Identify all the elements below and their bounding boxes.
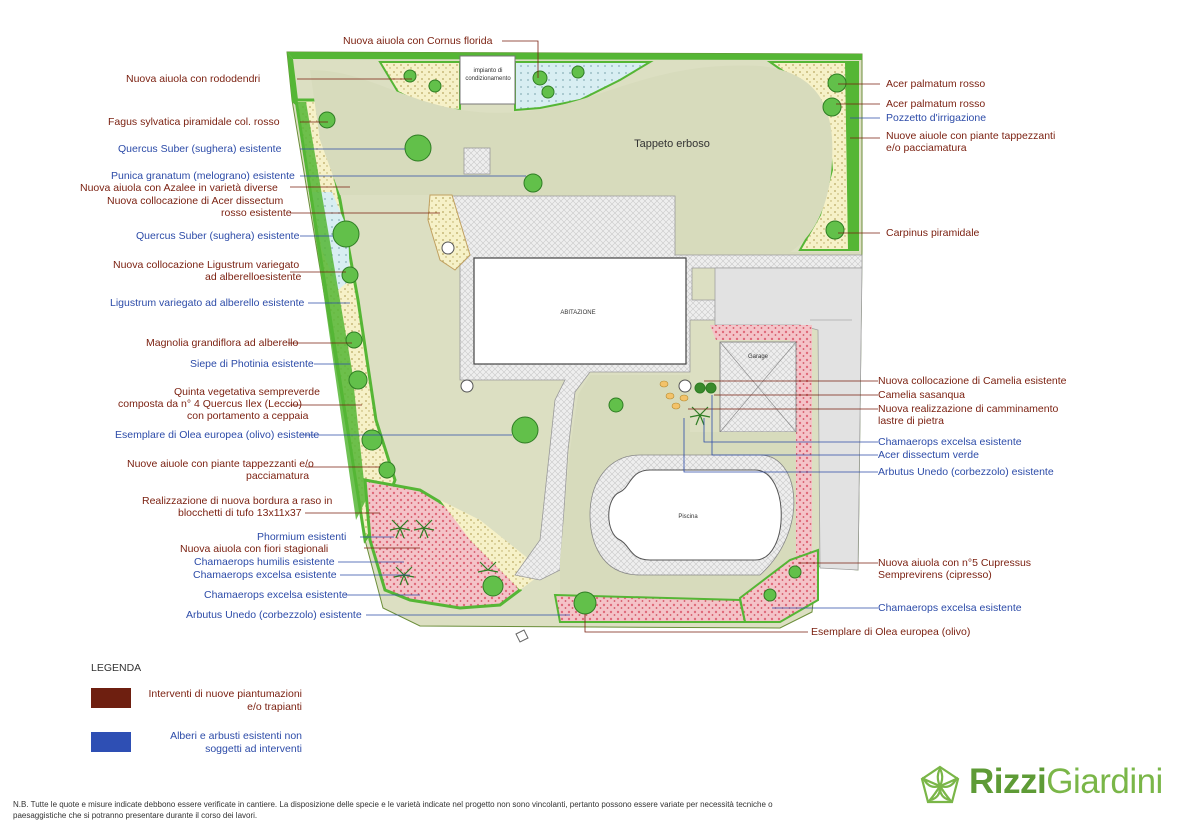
label-fagus: Fagus sylvatica piramidale col. rosso	[108, 116, 280, 128]
right-top-hedge	[845, 62, 858, 250]
label-acer-dissectum-2: rosso esistente	[221, 207, 292, 219]
label-fiori-stagionali: Nuova aiuola con fiori stagionali	[180, 543, 329, 555]
label-acer-verde: Acer dissectum verde	[878, 449, 979, 461]
label-arbutus-left: Arbutus Unedo (corbezzolo) esistente	[186, 609, 362, 621]
footnote: N.B. Tutte le quote e misure indicate de…	[13, 800, 773, 820]
label-camelia-collocazione: Nuova collocazione di Camelia esistente	[878, 375, 1067, 387]
label-chamaerops-excelsa-2: Chamaerops excelsa esistente	[204, 589, 348, 601]
label-tappezzanti-left-2: pacciamatura	[246, 470, 310, 482]
legend-text-new-line1: Interventi di nuove piantumazioni	[148, 688, 302, 700]
label-tappezzanti-right-2: e/o pacciamatura	[886, 142, 967, 154]
palms	[389, 406, 711, 586]
stone-path	[659, 380, 689, 410]
bottom-bed	[553, 593, 747, 623]
paved-square	[463, 147, 491, 175]
label-acer-palmatum-2: Acer palmatum rosso	[886, 98, 986, 110]
label-ligustrum-new-2: ad alberelloesistente	[205, 271, 302, 283]
label-carpinus: Carpinus piramidale	[886, 227, 980, 239]
label-bordura-2: blocchetti di tufo 13x11x37	[178, 507, 302, 519]
leader-lines-new	[288, 40, 880, 633]
legend-text-existing-line2: soggetti ad interventi	[205, 743, 302, 755]
label-phormium: Phormium esistenti	[257, 531, 347, 543]
label-cupressus-2: Semprevirens (cipresso)	[878, 569, 992, 581]
pool-text: Piscina	[678, 514, 698, 520]
label-quinta-2: composta da n° 4 Quercus Ilex (Leccio)	[118, 398, 302, 410]
garden-lamps	[441, 241, 692, 393]
label-olea-new: Esemplare di Olea europea (olivo)	[811, 626, 971, 638]
legend-title: LEGENDA	[91, 662, 142, 674]
yellow-bed-bottom	[440, 500, 540, 590]
legend-swatch-existing	[91, 732, 131, 752]
label-cupressus-1: Nuova aiuola con n°5 Cupressus	[878, 557, 1032, 569]
logo-part1: Rizzi	[969, 762, 1047, 801]
lawn-text: Tappeto erboso	[634, 138, 710, 150]
label-pozzetto: Pozzetto d'irrigazione	[886, 112, 987, 124]
label-camelia-sasanqua: Camelia sasanqua	[878, 389, 965, 401]
label-arbutus-right: Arbutus Unedo (corbezzolo) esistente	[878, 466, 1054, 478]
label-acer-dissectum-1: Nuova collocazione di Acer dissectum	[107, 195, 284, 207]
logo-part2: Giardini	[1046, 762, 1163, 801]
leader-lines-existing	[300, 117, 880, 616]
air-conditioning-plant	[459, 55, 516, 105]
label-olea-existing: Esemplare di Olea europea (olivo) esiste…	[115, 429, 320, 441]
pool	[608, 469, 782, 561]
air-conditioning-text-1: impianto di	[473, 68, 502, 74]
legend-text-new-line2: e/o trapianti	[247, 701, 302, 713]
label-azalee: Nuova aiuola con Azalee in varietà diver…	[80, 182, 278, 194]
label-acer-palmatum-1: Acer palmatum rosso	[886, 78, 986, 90]
flower-logo-icon	[920, 765, 960, 804]
garage-diagonal-2	[719, 341, 797, 433]
logo-wordmark: RizziGiardini	[969, 762, 1163, 802]
label-tappezzanti-right-1: Nuove aiuole con piante tappezzanti	[886, 130, 1056, 142]
label-ligustrum-existing: Ligustrum variegato ad alberello esisten…	[110, 297, 305, 309]
legend-text-existing: Alberi e arbusti esistenti non soggetti …	[140, 730, 302, 756]
label-cornus-florida: Nuova aiuola con Cornus florida	[343, 35, 493, 47]
label-chamaerops-right: Chamaerops excelsa esistente	[878, 436, 1022, 448]
label-quercus-suber-1: Quercus Suber (sughera) esistente	[118, 143, 282, 155]
label-rododendri: Nuova aiuola con rododendri	[126, 73, 261, 85]
legend-text-new: Interventi di nuove piantumazioni e/o tr…	[140, 688, 302, 714]
label-chamaerops-humilis: Chamaerops humilis esistente	[194, 556, 335, 568]
label-camminamento-1: Nuova realizzazione di camminamento	[878, 403, 1059, 415]
gate-icon	[515, 629, 529, 643]
label-tappezzanti-left-1: Nuove aiuole con piante tappezzanti e/o	[127, 458, 314, 470]
label-quinta-1: Quinta vegetativa sempreverde	[174, 386, 320, 398]
label-camminamento-2: lastre di pietra	[878, 415, 944, 427]
acer-dissectum-bed	[427, 194, 471, 271]
garage-text: Garage	[748, 354, 769, 360]
label-quercus-suber-2: Quercus Suber (sughera) esistente	[136, 230, 300, 242]
label-punica: Punica granatum (melograno) esistente	[111, 170, 295, 182]
air-conditioning-text-2: condizionamento	[465, 76, 511, 82]
label-photinia: Siepe di Photinia esistente	[190, 358, 314, 370]
label-bordura-1: Realizzazione di nuova bordura a raso in	[142, 495, 333, 507]
label-magnolia: Magnolia grandiflora ad alberello	[146, 337, 299, 349]
label-ligustrum-new-1: Nuova collocazione Ligustrum variegato	[113, 259, 300, 271]
label-quinta-3: con portamento a ceppaia	[187, 410, 309, 422]
label-chamaerops-excelsa-1: Chamaerops excelsa esistente	[193, 569, 337, 581]
house-text: ABITAZIONE	[560, 310, 595, 316]
legend-text-existing-line1: Alberi e arbusti esistenti non	[170, 730, 302, 742]
legend-swatch-new	[91, 688, 131, 708]
label-chamaerops-right-2: Chamaerops excelsa esistente	[878, 602, 1022, 614]
house	[473, 257, 687, 365]
